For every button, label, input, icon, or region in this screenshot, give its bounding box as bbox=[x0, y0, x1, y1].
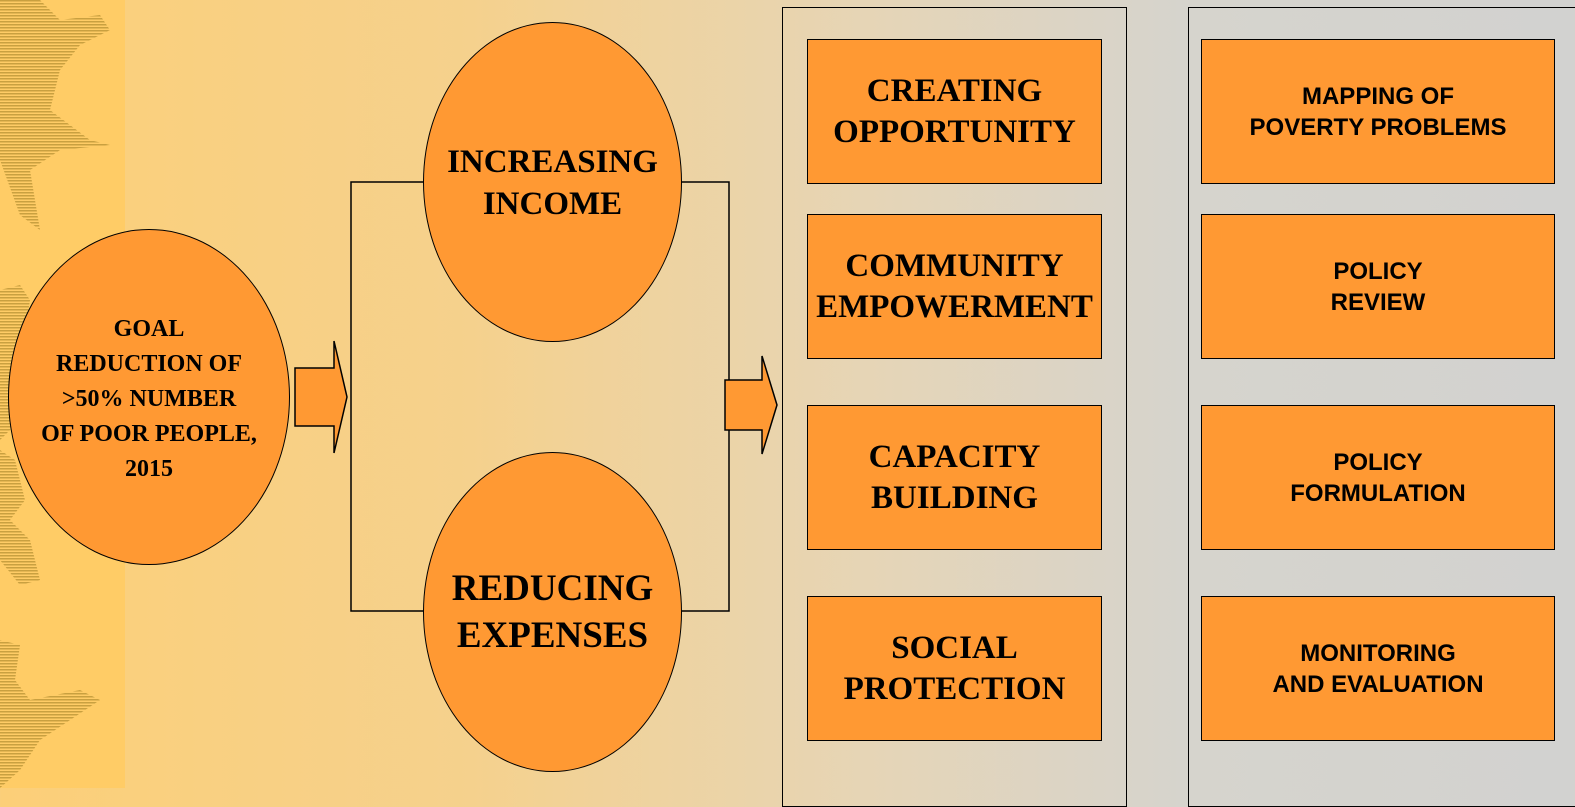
action-box-mapping: MAPPING OF POVERTY PROBLEMS bbox=[1201, 39, 1555, 184]
increasing-income-ellipse: INCREASING INCOME bbox=[423, 22, 682, 342]
strategy-text: CAPACITY BUILDING bbox=[868, 438, 1041, 516]
action-text: POLICY FORMULATION bbox=[1290, 448, 1466, 507]
strategy-text: CREATING OPPORTUNITY bbox=[833, 72, 1076, 150]
reducing-expenses-text: REDUCING EXPENSES bbox=[451, 568, 654, 656]
goal-ellipse: GOAL REDUCTION OF >50% NUMBER OF POOR PE… bbox=[8, 229, 290, 565]
action-box-policy-formulation: POLICY FORMULATION bbox=[1201, 405, 1555, 550]
strategy-text: SOCIAL PROTECTION bbox=[843, 629, 1066, 707]
increasing-income-text: INCREASING INCOME bbox=[447, 144, 658, 222]
strategy-box-social-protection: SOCIAL PROTECTION bbox=[807, 596, 1102, 741]
action-box-monitoring: MONITORING AND EVALUATION bbox=[1201, 596, 1555, 741]
action-box-policy-review: POLICY REVIEW bbox=[1201, 214, 1555, 359]
right-arrow-icon bbox=[294, 340, 348, 454]
strategy-box-community-empowerment: COMMUNITY EMPOWERMENT bbox=[807, 214, 1102, 359]
goal-text: GOAL REDUCTION OF >50% NUMBER OF POOR PE… bbox=[41, 315, 257, 482]
strategy-box-capacity-building: CAPACITY BUILDING bbox=[807, 405, 1102, 550]
action-text: MONITORING AND EVALUATION bbox=[1272, 639, 1484, 698]
right-arrow-icon bbox=[724, 355, 778, 455]
action-text: MAPPING OF POVERTY PROBLEMS bbox=[1249, 82, 1507, 141]
strategy-box-creating-opportunity: CREATING OPPORTUNITY bbox=[807, 39, 1102, 184]
strategy-text: COMMUNITY EMPOWERMENT bbox=[816, 247, 1093, 325]
reducing-expenses-ellipse: REDUCING EXPENSES bbox=[423, 452, 682, 772]
action-text: POLICY REVIEW bbox=[1330, 257, 1426, 316]
